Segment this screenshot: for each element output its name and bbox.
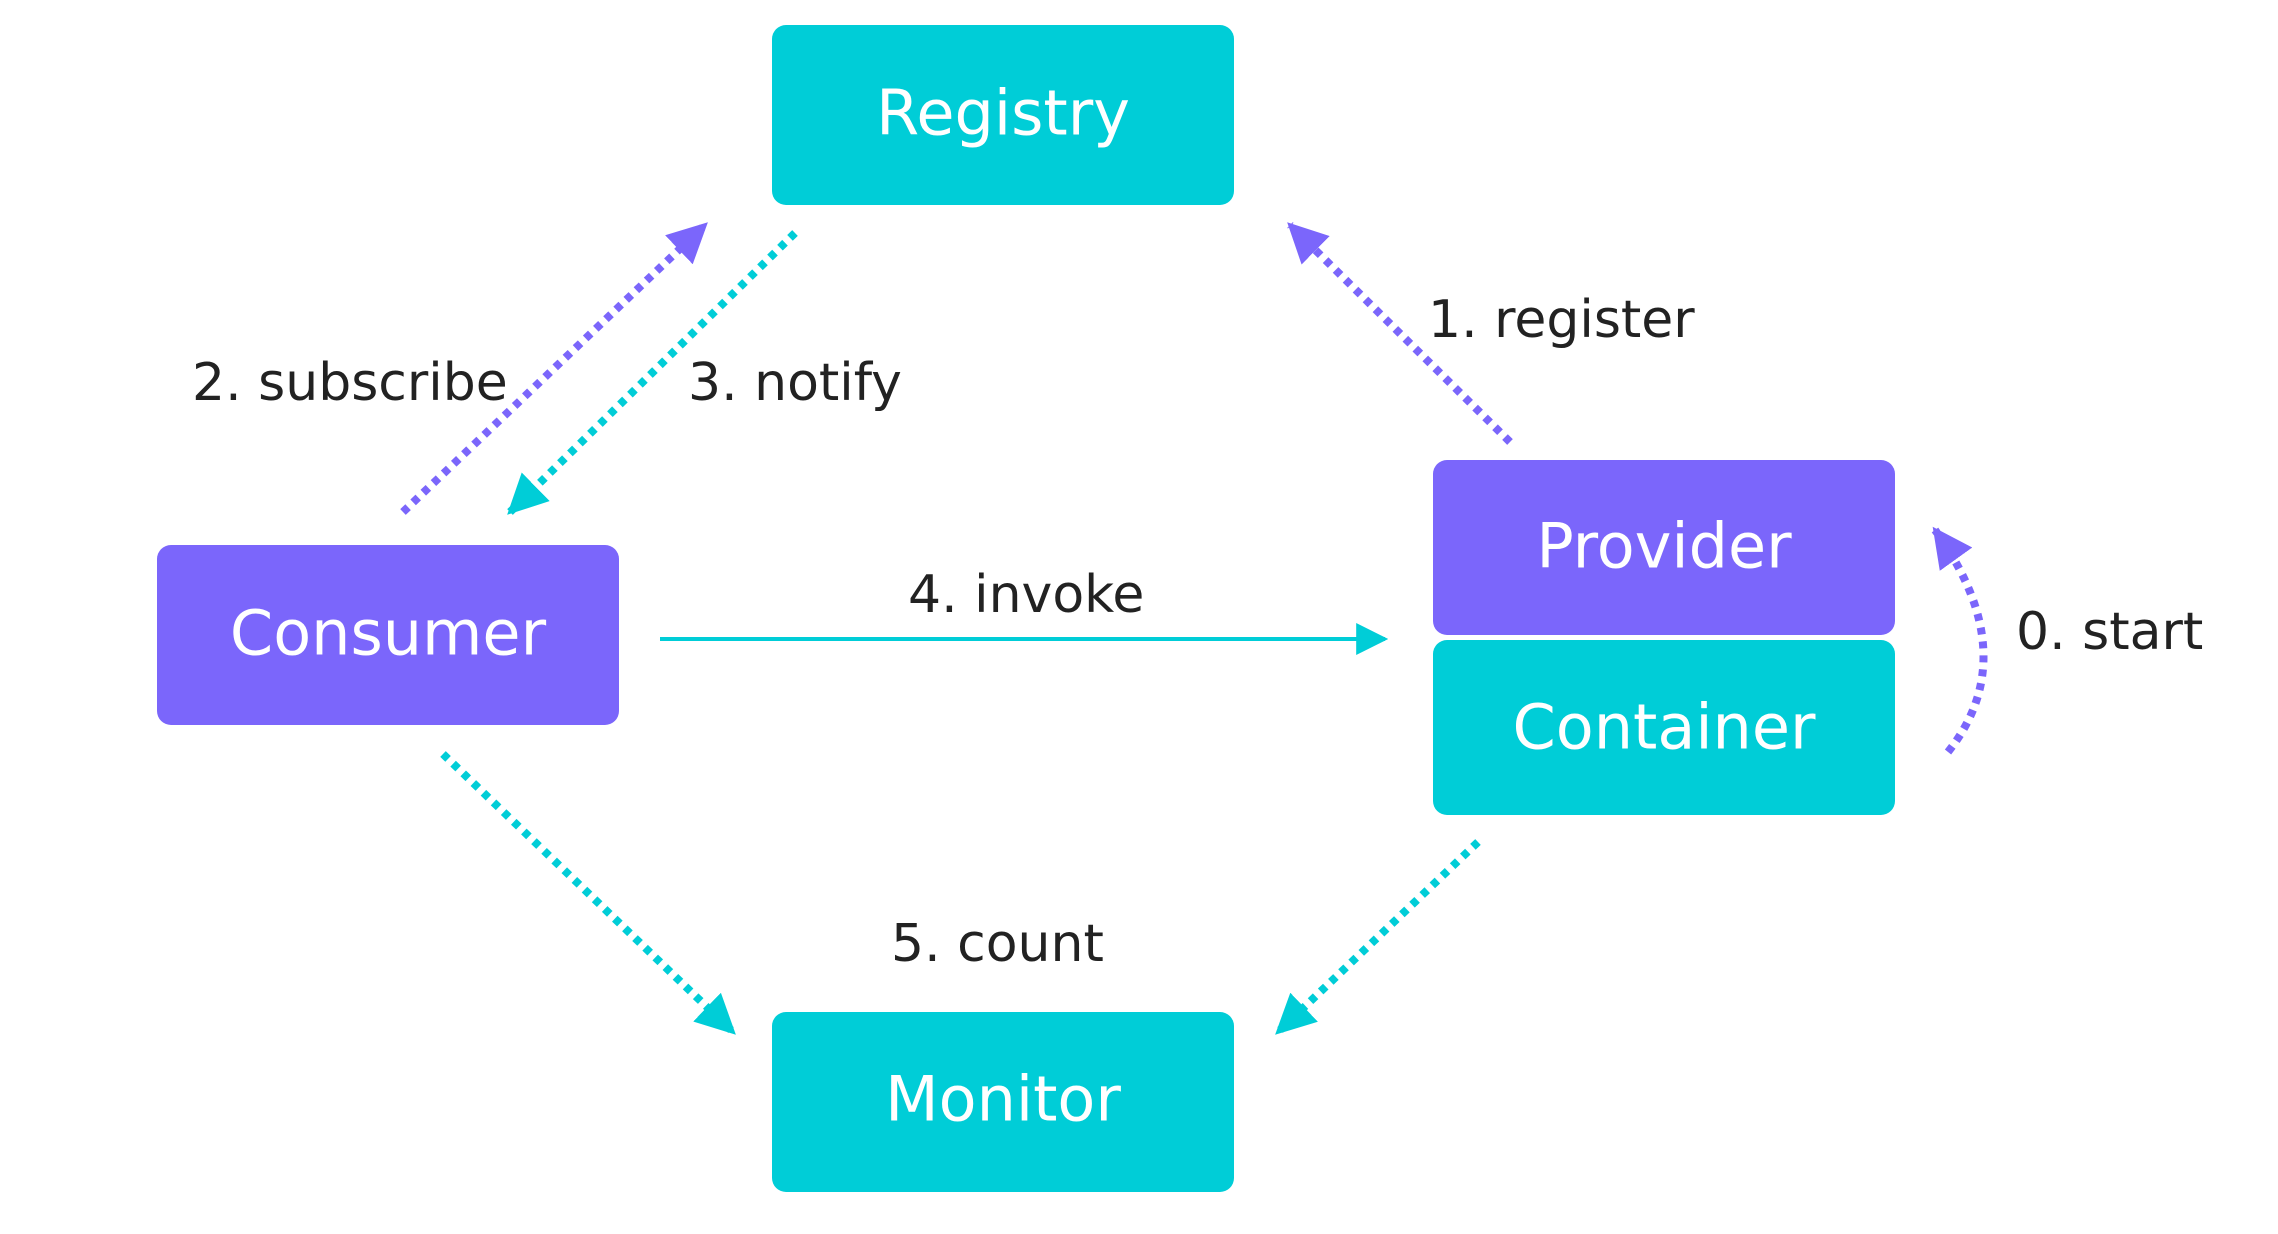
monitor-node: Monitor [772,1012,1234,1192]
invoke-label: 4. invoke [908,565,1144,625]
consumer-node: Consumer [157,545,619,725]
monitor-label: Monitor [885,1063,1121,1136]
container-label: Container [1513,691,1816,764]
subscribe-label: 2. subscribe [192,353,508,413]
consumer-label: Consumer [230,597,547,670]
count-label: 5. count [891,914,1104,974]
registry-label: Registry [876,77,1130,150]
notify-label: 3. notify [688,353,902,413]
start-label: 0. start [2016,602,2203,662]
start-arrow [1931,526,1988,755]
provider-count-arrow [1275,839,1481,1035]
provider-node: Provider [1433,460,1895,635]
container-node: Container [1433,640,1895,815]
consumer-count-arrow [440,751,736,1035]
register-arrow [1287,222,1513,445]
provider-label: Provider [1536,510,1792,583]
registry-node: Registry [772,25,1234,205]
register-label: 1. register [1428,290,1695,350]
notify-arrow [507,230,798,515]
